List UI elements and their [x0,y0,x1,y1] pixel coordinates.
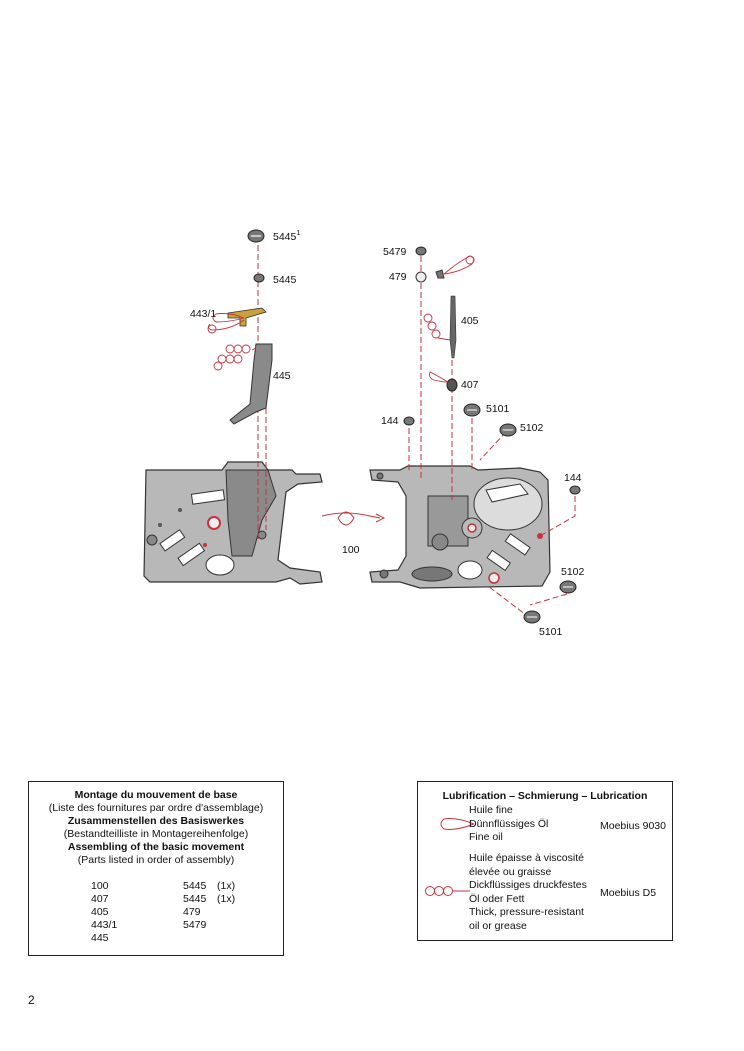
assembly-title-de: Zusammenstellen des Basiswerkes [67,815,245,827]
label-5479: 5479 [383,246,407,258]
screw-5445 [253,273,265,283]
label-5445-top: 54451 [273,230,300,243]
part-479 [415,269,445,283]
right-base-plate [369,465,551,589]
assembly-subtitle-en: (Parts listed in order of assembly) [77,854,235,866]
left-lube-marks [207,313,257,371]
label-5102-right: 5102 [561,566,585,578]
label-144-right: 144 [564,472,582,484]
screw-5102-right [559,580,577,594]
label-407: 407 [461,379,479,391]
left-base-plate [143,461,323,585]
assembly-subtitle-de: (Bestandteilliste in Montagereihenfolge) [63,828,249,840]
label-5102-top: 5102 [520,422,544,434]
assembly-title-fr: Montage du mouvement de base [74,789,238,801]
screw-5479 [415,246,427,256]
assembly-title-en: Assembling of the basic movement [67,841,245,853]
exploded-movement-diagram: 54451 5445 443/1 445 100 [143,229,585,638]
screw-144-right [569,485,581,495]
part-445 [229,343,273,425]
lubrication-box: Lubrification – Schmierung – Lubrication… [417,781,673,941]
fine-oil-symbol-icon [440,818,475,830]
fine-oil-description: Huile fine Dünnflüssiges Öl Fine oil [469,804,549,843]
label-445: 445 [273,370,291,382]
thick-oil-product: Moebius D5 [600,887,657,899]
label-479: 479 [389,271,407,283]
right-lube-marks [423,255,475,383]
thick-oil-symbol-icon [425,886,470,896]
screw-5101-top [463,403,481,417]
lubrication-title: Lubrification – Schmierung – Lubrication [442,790,648,802]
label-5101-bottom: 5101 [539,626,563,638]
label-405: 405 [461,315,479,327]
assembly-subtitle-fr: (Liste des fournitures par ordre d'assem… [48,802,264,814]
screw-144-top [403,416,415,426]
thick-oil-description: Huile épaisse à viscosité élevée ou grai… [469,852,587,932]
assembly-parts-box: Montage du mouvement de base (Liste des … [28,781,284,956]
screw-5445-top [247,229,265,243]
label-443-1: 443/1 [190,308,216,320]
fine-oil-product: Moebius 9030 [600,820,666,832]
page-number: 2 [28,993,35,1007]
list-item: 445 [91,932,109,944]
label-100: 100 [342,544,360,556]
flip-arrow [321,511,386,526]
screw-5102-top [499,423,517,437]
screw-5101-bottom [523,610,541,624]
part-405-stem [449,295,457,359]
label-144-top: 144 [381,415,399,427]
part-407 [446,378,458,392]
label-5101-top: 5101 [486,403,510,415]
part-443-1 [227,307,267,327]
label-5445: 5445 [273,274,297,286]
